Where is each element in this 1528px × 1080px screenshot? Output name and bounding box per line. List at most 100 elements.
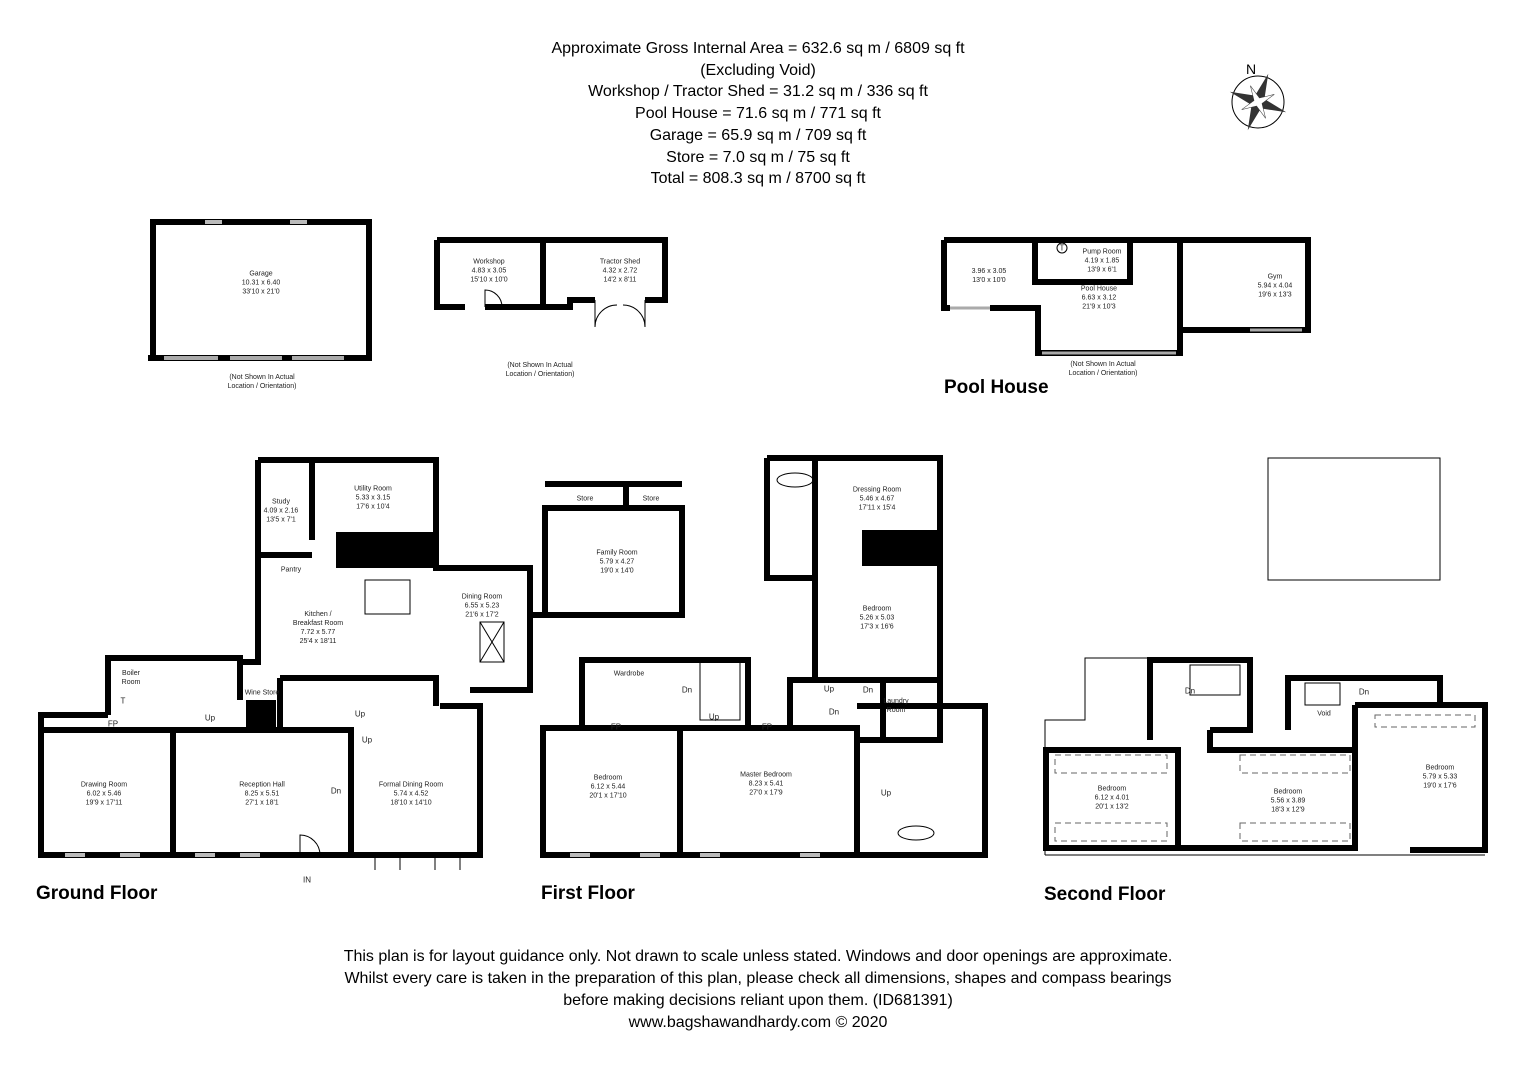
room-label-store-line: Store — [577, 496, 594, 503]
plan-marker-fp-line: FP — [108, 720, 118, 729]
disclaimer-line: This plan is for layout guidance only. N… — [343, 948, 1173, 965]
room-label-tractor-shed-line: 4.32 x 2.72 — [603, 268, 638, 275]
room-label-bedroom-line: 20'1 x 13'2 — [1095, 804, 1129, 811]
plan-marker-dn: Dn — [1359, 688, 1369, 697]
room-label-formal-dining-room-line: Formal Dining Room — [379, 782, 443, 789]
plan-marker-up: Up — [355, 710, 366, 719]
room-label-bedroom-line: 5.79 x 5.33 — [1423, 774, 1458, 781]
area-line: Store = 7.0 sq m / 75 sq ft — [666, 148, 850, 166]
thermostat-marker: T — [1060, 244, 1065, 253]
plan-marker-dn-line: Dn — [682, 686, 692, 695]
room-label-dining-room-line: 6.55 x 5.23 — [465, 603, 500, 610]
disclaimer: This plan is for layout guidance only. N… — [0, 946, 1516, 1034]
room-label-drawing-room-line: Drawing Room — [81, 782, 127, 789]
room-label-reception-hall-line: Reception Hall — [239, 782, 285, 789]
plan-marker-up-line: Up — [709, 713, 720, 722]
room-label-dressing-room-line: 17'11 x 15'4 — [859, 505, 896, 512]
room-label-utility-room-line: Utility Room — [354, 486, 392, 493]
room-label-kitchen-line: 25'4 x 18'11 — [300, 638, 337, 645]
disclaimer-line: before making decisions reliant upon the… — [563, 992, 953, 1009]
room-label-wardrobe-line: Wardrobe — [614, 671, 645, 678]
plan-marker-t: T — [121, 697, 126, 706]
area-line: (Excluding Void) — [700, 61, 816, 79]
room-label-master-bedroom-line: 8.23 x 5.41 — [749, 781, 784, 788]
plan-marker-up-line: Up — [824, 685, 835, 694]
plan-marker-dn-line: Dn — [1359, 688, 1369, 697]
room-label-study-line: 4.09 x 2.16 — [264, 508, 299, 515]
plan-marker-fp: FP — [762, 723, 772, 732]
room-label-drawing-room: Drawing Room 6.02 x 5.46 19'9 x 17'11 — [81, 782, 127, 807]
room-label-gym-line: Gym — [1268, 274, 1283, 281]
plan-marker-dn: Dn — [863, 686, 873, 695]
pool-house-title: Pool House — [944, 377, 1049, 398]
compass-north-label: N — [1246, 61, 1256, 77]
plan-marker-up: Up — [362, 736, 373, 745]
room-label-laundry-line: Room — [887, 707, 906, 714]
plan-marker-dn-line: Dn — [863, 686, 873, 695]
room-label-pantry: Pantry — [281, 567, 302, 574]
plan-marker-up-line: Up — [362, 736, 373, 745]
room-label-family-room-line: 5.79 x 4.27 — [600, 559, 635, 566]
website-copyright[interactable]: www.bagshawandhardy.com © 2020 — [628, 1014, 888, 1031]
ground-floor-title: Ground Floor — [36, 883, 158, 904]
room-label-wardrobe: Wardrobe — [614, 671, 645, 678]
area-line: Approximate Gross Internal Area = 632.6 … — [551, 40, 965, 57]
plan-marker-fp-line: FP — [762, 723, 772, 732]
plan-marker-dn-line: Dn — [331, 787, 341, 796]
area-line: Workshop / Tractor Shed = 31.2 sq m / 33… — [588, 83, 928, 101]
room-label-store: Store — [577, 496, 594, 503]
room-label-master-bedroom-line: Master Bedroom — [740, 772, 792, 779]
room-label-drawing-room-line: 6.02 x 5.46 — [87, 791, 122, 798]
room-label-kitchen-line: Breakfast Room — [293, 620, 343, 627]
room-label-reception-hall-line: 8.25 x 5.51 — [245, 791, 280, 798]
pool-house-walls — [941, 237, 1311, 356]
plan-marker-in: IN — [303, 876, 311, 885]
room-label-pump-room-line: 13'9 x 6'1 — [1087, 267, 1117, 274]
plan-marker-dn: Dn — [331, 787, 341, 796]
room-label-master-bedroom-line: 27'0 x 17'9 — [749, 790, 783, 797]
room-label-family-room-line: Family Room — [596, 550, 637, 557]
thermostat-marker-line: T — [1060, 244, 1065, 253]
plan-marker-up: Up — [205, 714, 216, 723]
orientation-note-line: (Not Shown In Actual — [1070, 361, 1136, 368]
room-label-gym-line: 19'6 x 13'3 — [1258, 292, 1292, 299]
room-label-void: Void — [1317, 711, 1331, 718]
disclaimer-line: Whilst every care is taken in the prepar… — [344, 970, 1172, 987]
room-label-gym-line: 5.94 x 4.04 — [1258, 283, 1293, 290]
plan-marker-dn-line: Dn — [1185, 687, 1195, 696]
room-label-workshop-line: 4.83 x 3.05 — [472, 268, 507, 275]
room-label-workshop-line: Workshop — [473, 259, 504, 266]
ground-floor-walls — [38, 457, 685, 870]
area-line: Garage = 65.9 sq m / 709 sq ft — [649, 126, 867, 144]
room-label-pump-room-line: Pump Room — [1083, 249, 1122, 256]
room-label-wine-store: Wine Store — [245, 690, 280, 697]
room-label-workshop-line: 15'10 x 10'0 — [470, 277, 507, 284]
room-label-pool-house-line: 6.63 x 3.12 — [1082, 295, 1117, 302]
plan-marker-fp-line: FP — [611, 723, 621, 732]
room-label-void-line: Void — [1317, 711, 1331, 718]
room-label-bedroom-line: Bedroom — [1098, 786, 1127, 793]
plan-marker-up-line: Up — [205, 714, 216, 723]
room-label-bedroom-line: 6.12 x 4.01 — [1095, 795, 1130, 802]
area-line: Total = 808.3 sq m / 8700 sq ft — [650, 170, 866, 188]
room-label-pool-house-line: Pool House — [1081, 286, 1117, 293]
room-label-pool-house-line: 21'9 x 10'3 — [1082, 304, 1116, 311]
room-label-dining-room-line: Dining Room — [462, 594, 503, 601]
orientation-note-line: Location / Orientation) — [506, 371, 575, 378]
room-label-bedroom-line: 17'3 x 16'6 — [860, 624, 894, 631]
area-line: Pool House = 71.6 sq m / 771 sq ft — [635, 105, 881, 123]
plan-marker-up-line: Up — [355, 710, 366, 719]
room-label-drawing-room-line: 19'9 x 17'11 — [86, 800, 123, 807]
room-label-bedroom-line: Bedroom — [863, 606, 892, 613]
